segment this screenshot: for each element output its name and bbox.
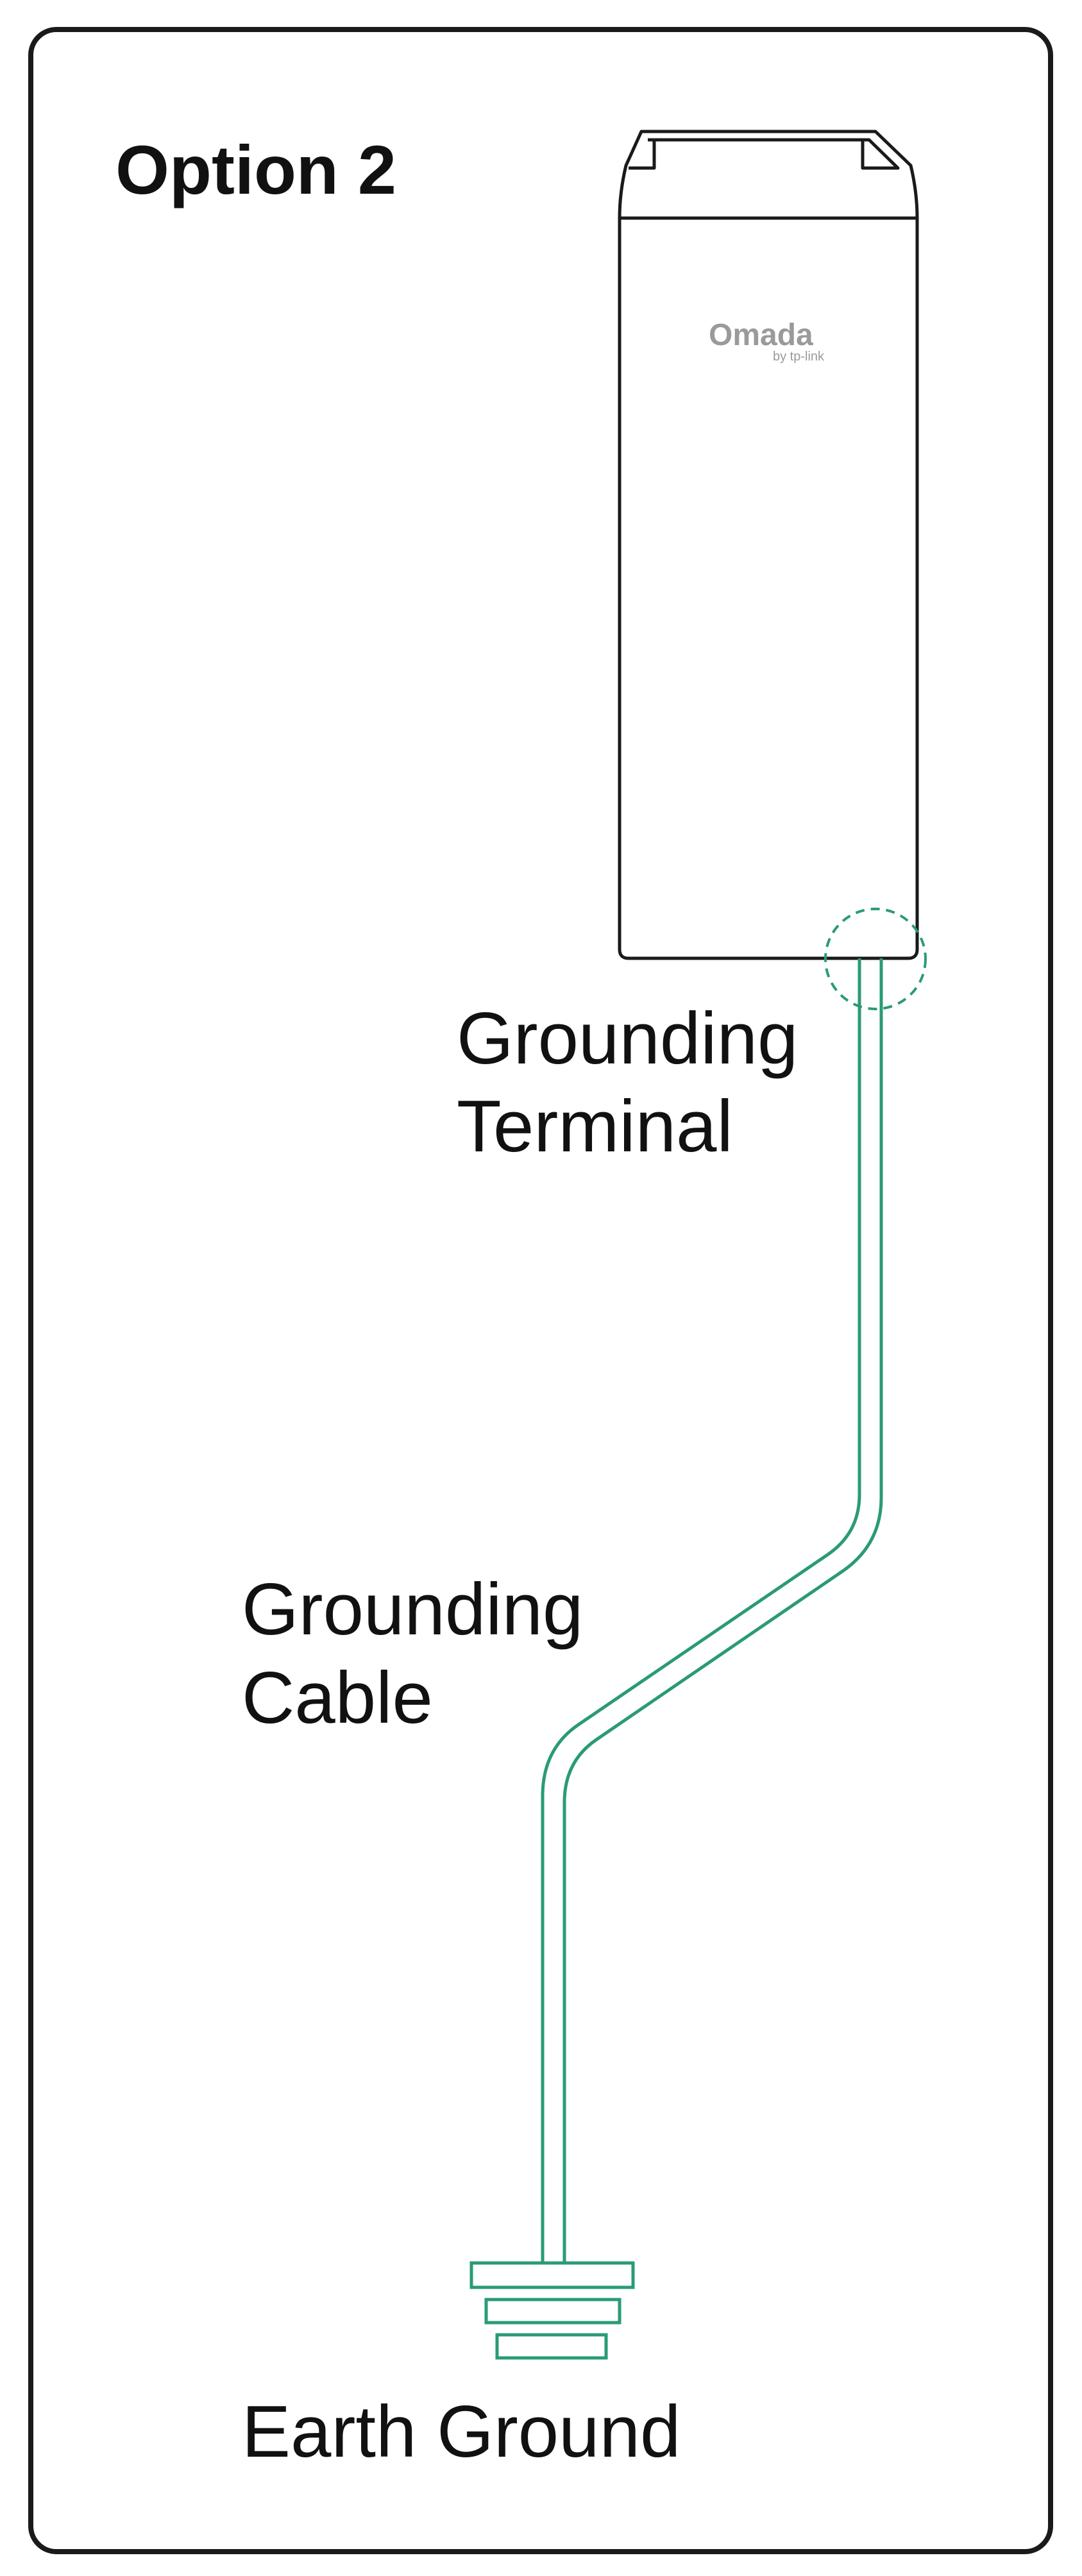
- grounding-terminal-marker: [824, 908, 927, 1010]
- grounding-terminal-label-line-2: Terminal: [457, 1086, 733, 1167]
- outer-frame: [28, 27, 1053, 2554]
- omada-logo: Omada: [709, 318, 813, 352]
- ground-bar-1: [469, 2261, 635, 2289]
- option-title: Option 2: [115, 131, 396, 208]
- ground-bar-3: [495, 2333, 608, 2360]
- earth-ground-symbol: [469, 2261, 635, 2360]
- grounding-cable-label-line-1: Grounding: [242, 1569, 583, 1650]
- grounding-cable-left-line: [541, 958, 861, 2263]
- grounding-cable: [541, 958, 883, 2263]
- access-point-device: [618, 130, 919, 960]
- grounding-cable-right-line: [562, 958, 883, 2263]
- device-top-inner: [629, 138, 900, 170]
- ground-bar-2: [484, 2298, 621, 2325]
- omada-logo-sub: by tp-link: [773, 350, 825, 364]
- earth-ground-label: Earth Ground: [242, 2391, 680, 2473]
- grounding-cable-label: Grounding Cable: [242, 1569, 604, 1739]
- device-body: [618, 218, 919, 960]
- grounding-cable-label-line-2: Cable: [242, 1657, 433, 1739]
- grounding-terminal-label: Grounding Terminal: [457, 998, 818, 1167]
- grounding-terminal-label-line-1: Grounding: [457, 998, 798, 1080]
